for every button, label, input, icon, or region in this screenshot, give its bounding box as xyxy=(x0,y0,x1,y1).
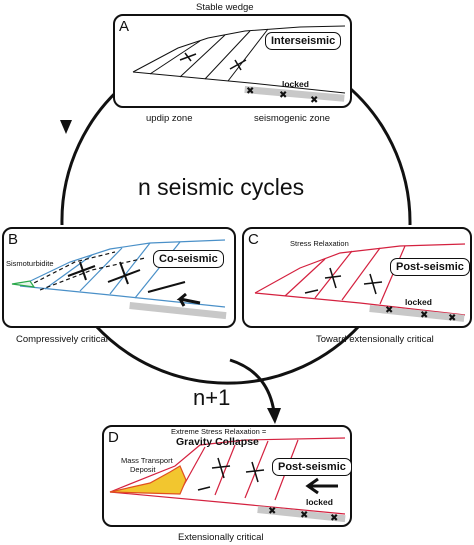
panel-d-deposit-line2: Deposit xyxy=(130,465,156,474)
svg-text:✖: ✖ xyxy=(385,305,393,316)
cycle-arrow-icon xyxy=(60,120,72,134)
panel-b-sismoturbidite-label: Sismoturbidite xyxy=(6,259,54,268)
panel-d-locked-marks-icon: ✖ ✖ ✖ xyxy=(268,506,338,524)
panel-d-locked-label: locked xyxy=(306,497,333,507)
panel-a-phase-badge: Interseismic xyxy=(265,32,342,50)
panel-c-plate-interface xyxy=(369,305,465,322)
panel-d-deposit-line1: Mass Transport xyxy=(121,456,173,465)
panel-d-caption: Extensionally critical xyxy=(178,532,264,543)
panel-b-thrust-marks xyxy=(27,251,146,291)
panel-c-wedge xyxy=(254,243,466,316)
panel-d-stress-symbols-icon xyxy=(197,457,265,491)
panel-a-updip-caption: updip zone xyxy=(146,113,193,124)
next-cycle-arrow xyxy=(229,358,276,413)
panel-b-plate-interface xyxy=(129,301,227,320)
svg-text:✖: ✖ xyxy=(300,510,308,521)
panel-d-note-line2: Gravity Collapse xyxy=(176,436,259,448)
panel-a-plate-interface xyxy=(244,85,345,102)
cycle-circle-right xyxy=(339,78,412,226)
panel-c-letter: C xyxy=(248,231,259,248)
panel-b-letter: B xyxy=(8,231,19,248)
next-cycle-arrow-head-icon xyxy=(267,408,281,424)
panel-b-caption: Compressively critical xyxy=(16,334,108,345)
panel-c-caption: Toward extensionally critical xyxy=(316,334,434,345)
panel-c-stress-symbols-icon xyxy=(304,267,383,295)
panel-b-wedge xyxy=(19,239,226,308)
panel-c-locked-label: locked xyxy=(405,297,432,307)
svg-text:✖: ✖ xyxy=(279,90,287,101)
next-cycle-label: n+1 xyxy=(193,385,231,410)
panel-c-frame xyxy=(242,227,472,328)
svg-text:✖: ✖ xyxy=(268,506,276,517)
svg-text:✖: ✖ xyxy=(448,313,456,324)
panel-c-stress-relaxation-label: Stress Relaxation xyxy=(290,239,349,248)
svg-text:✖: ✖ xyxy=(330,513,338,524)
panel-c-locked-marks-icon: ✖ ✖ ✖ xyxy=(385,305,456,324)
panel-a-locked-label: locked xyxy=(282,79,309,89)
panel-d-mass-transport-deposit xyxy=(109,465,187,495)
panel-b-sismoturbidite xyxy=(11,280,36,288)
panel-b-stress-symbols-icon xyxy=(67,261,186,293)
cycle-circle-bottom xyxy=(93,323,362,385)
stable-wedge-label: Stable wedge xyxy=(196,2,254,13)
panel-a-stress-symbols-icon xyxy=(179,52,247,71)
panel-d-frame xyxy=(102,425,352,527)
panel-a-wedge xyxy=(132,25,346,94)
svg-text:✖: ✖ xyxy=(420,310,428,321)
panel-c-phase-badge: Post-seismic xyxy=(390,258,470,276)
svg-text:✖: ✖ xyxy=(246,86,254,97)
panel-d-letter: D xyxy=(108,429,119,446)
panel-b-slip-arrow-icon xyxy=(176,292,201,307)
panel-d-note-line1: Extreme Stress Relaxation = xyxy=(171,427,267,436)
center-cycle-label: n seismic cycles xyxy=(138,174,305,200)
panel-a-seismogenic-caption: seismogenic zone xyxy=(254,113,331,124)
panel-b-phase-badge: Co-seismic xyxy=(153,250,224,268)
panel-d-plate-interface xyxy=(257,506,346,523)
svg-text:✖: ✖ xyxy=(310,95,318,106)
panel-d-phase-badge: Post-seismic xyxy=(272,458,352,476)
panel-a-letter: A xyxy=(119,18,130,35)
panel-d-convergence-arrow-icon xyxy=(305,477,338,495)
panel-a-locked-marks-icon: ✖ ✖ ✖ xyxy=(246,86,318,106)
panel-d-wedge xyxy=(109,437,346,515)
